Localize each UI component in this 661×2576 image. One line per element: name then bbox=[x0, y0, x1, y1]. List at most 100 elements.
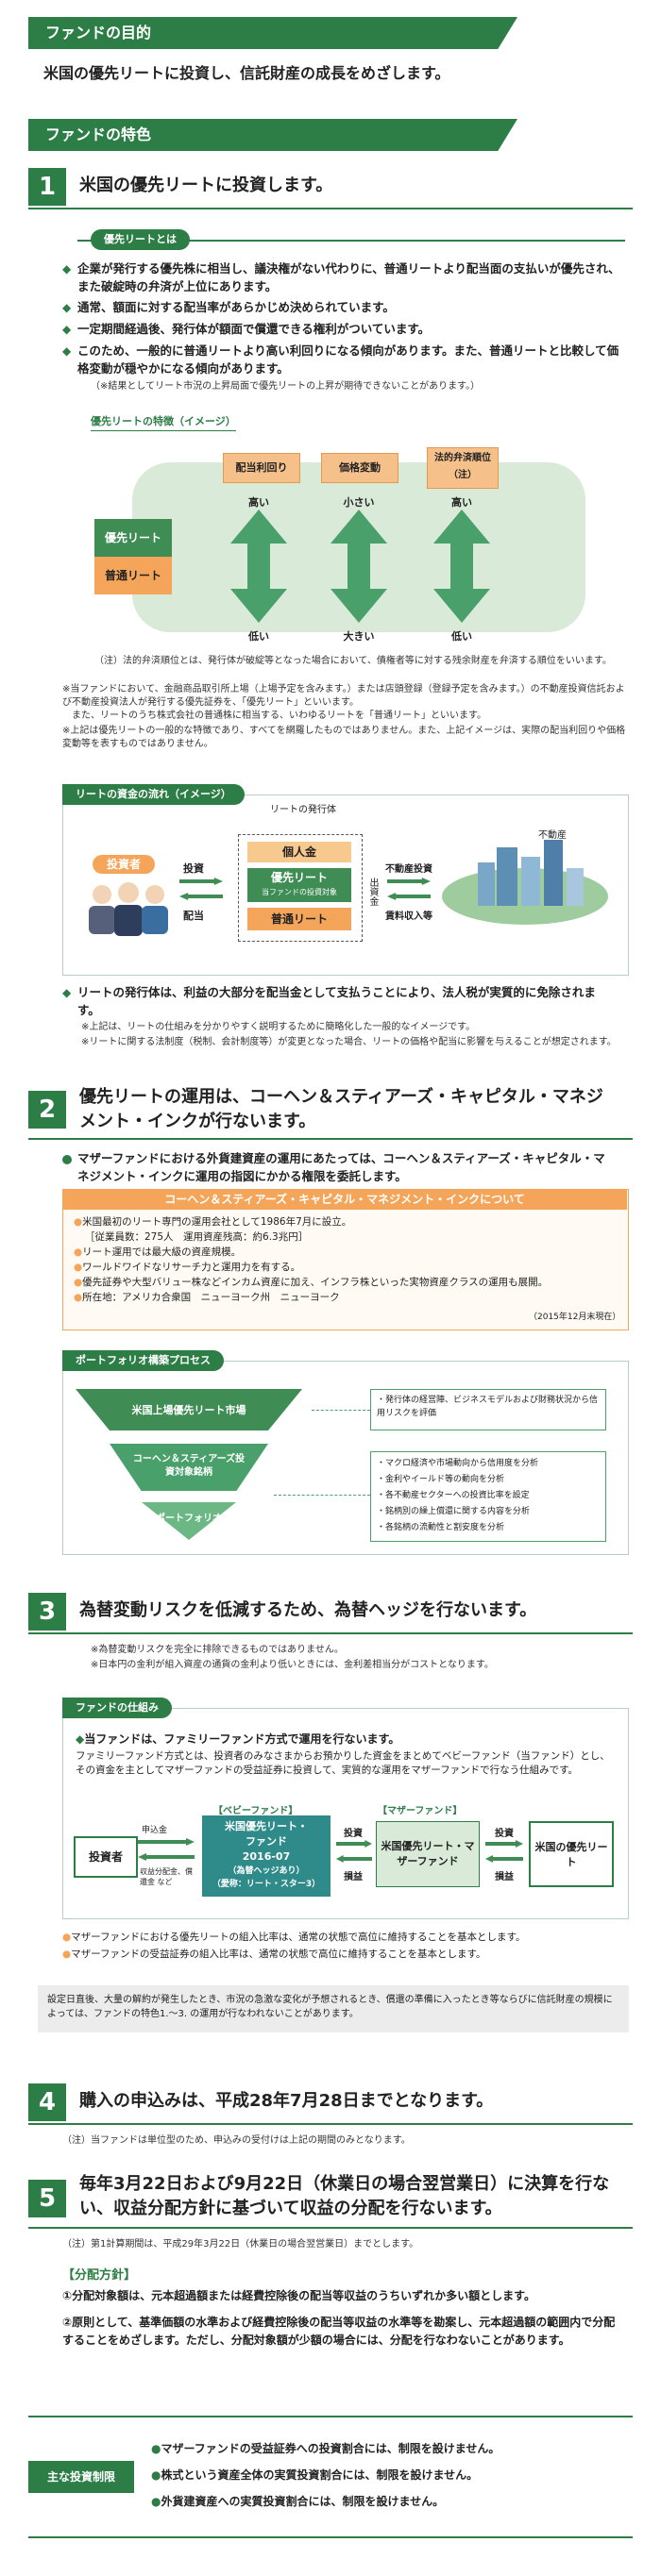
baby-fund-line: （為替ヘッジあり） bbox=[228, 1866, 305, 1876]
pnl-label: 損益 bbox=[344, 1872, 363, 1882]
funnel-bottom-label: ポートフォリオ bbox=[156, 1514, 222, 1524]
arrow-right-icon bbox=[138, 1838, 195, 1846]
common-box: 普通リート bbox=[247, 908, 351, 930]
connector bbox=[274, 1495, 370, 1497]
limit-item: ●外貨建資産への実質投資割合には、制限を設けません。 bbox=[151, 2493, 444, 2509]
section-5-number: 5 bbox=[28, 2180, 66, 2217]
investors-icon bbox=[89, 882, 168, 936]
mother-fund-box: 米国優先リート・マザーファンド bbox=[376, 1821, 480, 1887]
priority-top: 高い bbox=[451, 496, 472, 509]
scheme-label: ファンドの仕組み bbox=[62, 1698, 172, 1718]
cs-box-date: （2015年12月末現在） bbox=[529, 1313, 621, 1322]
issuer-box bbox=[238, 834, 363, 942]
investor-label: 投資者 bbox=[93, 855, 155, 874]
cs-box-item: ●リート運用では最大級の資産規模。 bbox=[74, 1246, 241, 1260]
analysis-item: ・マクロ経済や市場動向から信用度を分析 bbox=[377, 1459, 539, 1468]
mother-tag: 【マザーファンド】 bbox=[378, 1806, 463, 1816]
section-3-title: 為替変動リスクを低減するため、為替ヘッジを行ないます。 bbox=[79, 1600, 537, 1620]
section-2-rule bbox=[28, 1138, 633, 1140]
process-step2: ・マクロ経済や市場動向から信用度を分析 ・金利やイールド等の動向を分析 ・各不動… bbox=[370, 1451, 606, 1542]
limit-text: 株式という資産全体の実質投資割合には、制限を設けません。 bbox=[161, 2468, 479, 2482]
section-2-number: 2 bbox=[28, 1091, 66, 1129]
priority-bottom: 低い bbox=[451, 630, 472, 643]
cs-box-item: ●ワールドワイドなリサーチ力と運用力を有する。 bbox=[74, 1261, 300, 1275]
section-1-number: 1 bbox=[28, 168, 66, 206]
scheme-bullet-text: マザーファンドの受益証券の組入比率は、通常の状態で高位に維持することを基本としま… bbox=[71, 1949, 486, 1960]
flow-note: ※リートに関する法制度（税制、会計制度等）が変更となった場合、リートの価格や配当… bbox=[81, 1037, 617, 1047]
arrow-left-icon bbox=[387, 893, 431, 900]
distribution-text: 収益分配金、償還金 など bbox=[140, 1867, 193, 1886]
arrow-right-icon bbox=[336, 1840, 372, 1848]
arrow-right-icon bbox=[387, 878, 431, 885]
yield-bottom: 低い bbox=[248, 630, 269, 643]
feature-bullet: 一定期間経過後、発行体が額面で償還できる権利がついています。 bbox=[77, 322, 431, 336]
priority-arrow-icon bbox=[433, 510, 490, 623]
green-dot-icon bbox=[62, 1155, 72, 1164]
chart-label: 優先リートの特徴（イメージ） bbox=[91, 413, 236, 431]
diamond-icon: ◆ bbox=[62, 323, 72, 336]
priority-column-label: 法的弁済順位（注） bbox=[427, 447, 499, 489]
arrow-left-icon bbox=[485, 1855, 523, 1863]
realestate-invest-text: 不動産投資 bbox=[385, 864, 432, 875]
preferred-box-title: 優先リート bbox=[270, 871, 328, 884]
arrow-left-icon bbox=[179, 893, 223, 900]
cs-box-item: ●優先証券や大型バリュー株などインカム資産に加え、インフラ株といった実物資産クラ… bbox=[74, 1276, 621, 1290]
footnote: ※上記は優先リートの一般的な特徴であり、すべてを網羅したものではありません。また… bbox=[62, 726, 626, 749]
realestate-label: 不動産 bbox=[538, 830, 567, 841]
scheme-bullet-text: マザーファンドにおける優先リートの組入比率は、通常の状態で高位に維持することを基… bbox=[71, 1932, 526, 1943]
analysis-item: ・各不動産セクターへの投資比率を設定 bbox=[377, 1491, 530, 1500]
limit-item: ●マザーファンドの受益証券への投資割合には、制限を設けません。 bbox=[151, 2440, 500, 2456]
flow-bullet: リートの発行体は、利益の大部分を配当金として支払うことにより、法人税が実質的に免… bbox=[77, 985, 596, 1017]
limits-rule bbox=[28, 2416, 633, 2417]
limits-rule-bottom bbox=[28, 2536, 633, 2538]
limits-label: 主な投資制限 bbox=[28, 2461, 134, 2493]
rent-text: 賃料収入等 bbox=[385, 912, 432, 922]
section-2-title: 優先リートの運用は、コーヘン＆スティアーズ・キャピタル・マネジメント・インクが行… bbox=[79, 1087, 603, 1131]
volatility-column-label: 価格変動 bbox=[321, 453, 398, 483]
limit-text: 外貨建資産への実質投資割合には、制限を設けません。 bbox=[161, 2495, 445, 2508]
invest-label: 投資 bbox=[344, 1829, 363, 1839]
operation-notice: 設定日直後、大量の解約が発生したとき、市況の急激な変化が予想されるとき、償還の準… bbox=[38, 1985, 629, 2032]
process-panel bbox=[62, 1361, 629, 1555]
arrow-right-icon bbox=[485, 1840, 523, 1848]
footnote: また、リートのうち株式会社の普通株に相当する、いわゆるリートを「普通リート」とい… bbox=[62, 711, 486, 721]
application-text: 申込金 bbox=[142, 1826, 168, 1835]
analysis-item: ・銘柄別の繰上償還に関する内容を分析 bbox=[377, 1507, 531, 1516]
baby-fund-box: 米国優先リート・ ファンド 2016-07 （為替ヘッジあり） （愛称：リート・… bbox=[202, 1815, 330, 1897]
hedge-note: ※日本円の金利が組入資産の通貨の金利より低いときには、金利差相当分がコストとなり… bbox=[91, 1660, 494, 1670]
purpose-heading: ファンドの目的 bbox=[28, 17, 517, 49]
process-label: ポートフォリオ構築プロセス bbox=[62, 1350, 224, 1371]
funnel-mid bbox=[110, 1444, 268, 1491]
purpose-text: 米国の優先リートに投資し、信託財産の成長をめざします。 bbox=[43, 64, 450, 82]
section-4-title: 購入の申込みは、平成28年7月28日までとなります。 bbox=[79, 2091, 494, 2111]
invest-text: 投資 bbox=[183, 862, 204, 875]
flow-label: リートの資金の流れ（イメージ） bbox=[62, 784, 245, 805]
invest-label: 投資 bbox=[495, 1829, 514, 1839]
section-4-number: 4 bbox=[28, 2083, 66, 2121]
footnote: ※当ファンドにおいて、金融商品取引所上場（上場予定を含みます。）または店頭登録（… bbox=[62, 684, 625, 708]
baby-fund-line: 2016-07 bbox=[242, 1850, 291, 1863]
chart-note: （注）法的弁済順位とは、発行体が破綻等となった場合において、債権者等に対する残余… bbox=[94, 656, 612, 666]
dividend-text: 配当 bbox=[183, 910, 204, 922]
cs-box-item: ●米国最初のリート専門の運用会社として1986年7月に設立。 bbox=[74, 1215, 351, 1229]
bullet-note: （※結果としてリート市況の上昇局面で優先リートの上昇が期待できないことがあります… bbox=[91, 381, 481, 392]
cs-item-text: 米国最初のリート専門の運用会社として1986年7月に設立。 bbox=[82, 1216, 352, 1228]
policy-title: 【分配方針】 bbox=[62, 2268, 137, 2283]
dot-icon: ● bbox=[74, 1277, 83, 1288]
cs-box-item: ●所在地：アメリカ合衆国 ニューヨーク州 ニューヨーク bbox=[74, 1291, 340, 1305]
baby-fund-line: （愛称：リート・スター3） bbox=[212, 1880, 321, 1889]
dot-icon: ● bbox=[151, 2468, 161, 2482]
diamond-icon: ◆ bbox=[62, 986, 72, 999]
pnl-label: 損益 bbox=[495, 1872, 514, 1882]
preferred-reit-label: 優先リートとは bbox=[91, 229, 190, 250]
section-1-title: 米国の優先リートに投資します。 bbox=[79, 176, 333, 195]
capital-text: 出資金 bbox=[367, 878, 378, 906]
cs-item-text: リート運用では最大級の資産規模。 bbox=[82, 1246, 242, 1258]
dot-icon: ● bbox=[74, 1292, 83, 1303]
scheme-text: ファミリーファンド方式とは、投資者のみなさまからお預かりした資金をまとめてベビー… bbox=[76, 1750, 610, 1776]
process-step1: ・発行体の経営陣、ビジネスモデルおよび財務状況から信用リスクを評価 bbox=[370, 1389, 606, 1430]
dot-icon: ● bbox=[151, 2442, 161, 2455]
section-4-rule bbox=[28, 2123, 633, 2125]
scheme-panel bbox=[62, 1708, 629, 1919]
scheme-bullet: ●マザーファンドの受益証券の組入比率は、通常の状態で高位に維持することを基本とし… bbox=[62, 1948, 629, 1962]
